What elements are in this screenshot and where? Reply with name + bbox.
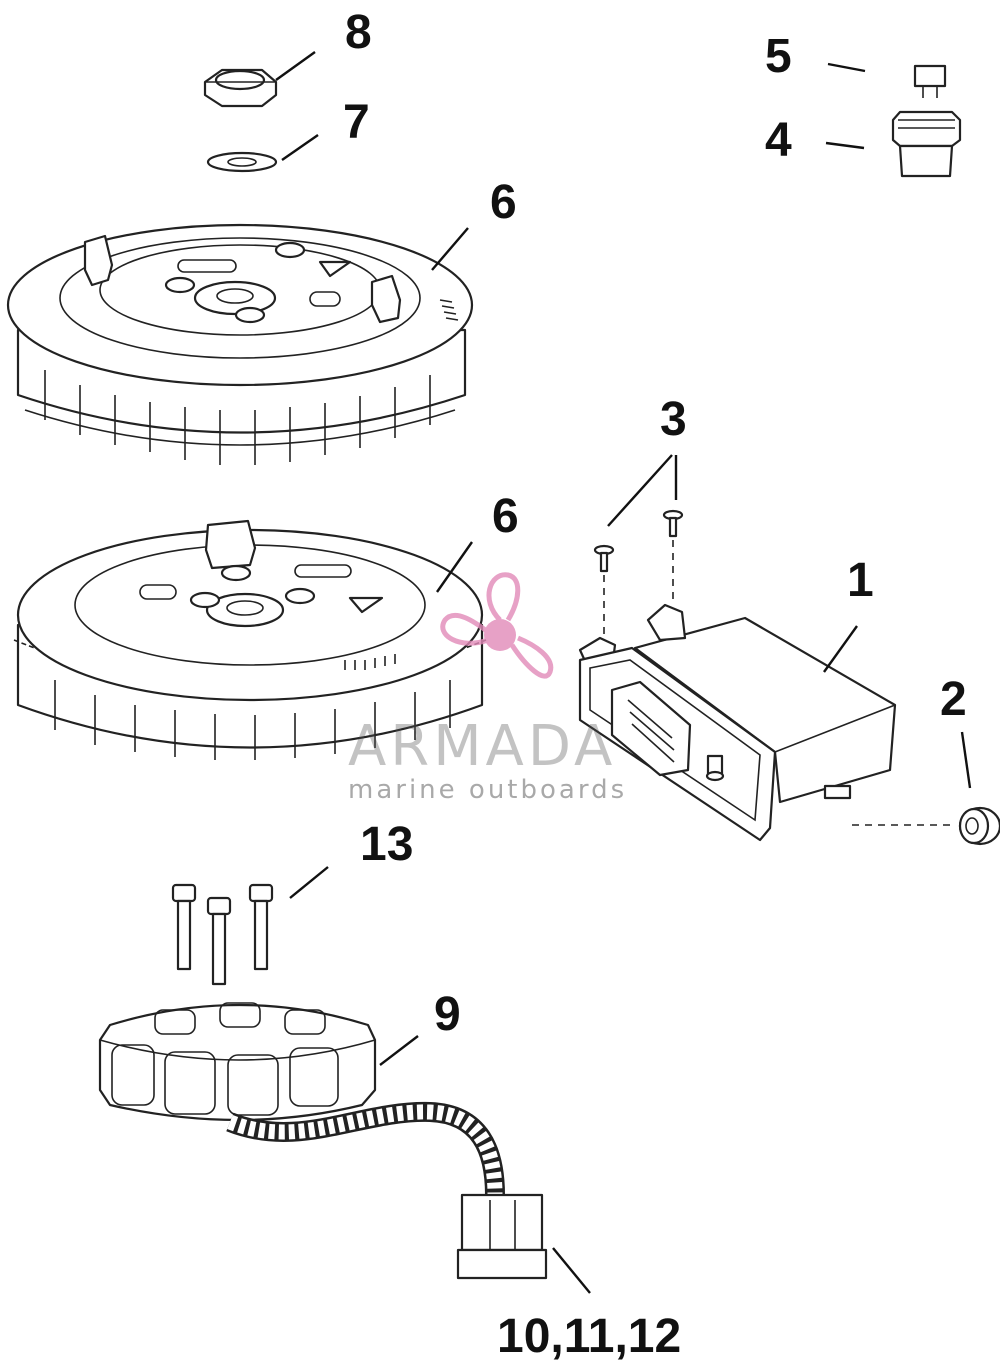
part-2-grommet	[958, 806, 1000, 846]
leader-10-12	[552, 1247, 591, 1294]
part-8-nut	[203, 68, 278, 108]
leader-6b	[436, 541, 473, 593]
leader-6a	[431, 227, 469, 271]
callout-2: 2	[940, 673, 967, 726]
part-6-flywheel-lower	[13, 519, 487, 760]
part-1-module	[578, 603, 897, 842]
callout-3: 3	[660, 393, 687, 446]
callout-6-lower: 6	[492, 490, 519, 543]
leader-8	[275, 51, 316, 81]
watermark-tagline: marine outboards	[348, 775, 627, 805]
callout-4: 4	[765, 114, 792, 167]
callout-13: 13	[360, 818, 413, 871]
part-13-bolts	[171, 883, 274, 986]
leader-5	[827, 62, 866, 73]
callout-8: 8	[345, 6, 372, 59]
part-9-stator	[98, 1002, 548, 1280]
callout-5: 5	[765, 30, 792, 83]
part-5-fuse	[913, 64, 947, 98]
part-3-screws	[593, 509, 684, 573]
leader-4	[825, 141, 865, 150]
callout-6-upper: 6	[490, 176, 517, 229]
callout-9: 9	[434, 988, 461, 1041]
leader-9	[379, 1035, 419, 1066]
leader-2	[960, 731, 972, 789]
callout-10-11-12: 10,11,12	[497, 1310, 681, 1363]
callout-7: 7	[343, 96, 370, 149]
leader-13	[289, 866, 329, 899]
part-7-washer	[206, 151, 278, 173]
part-4-fuse-holder	[891, 110, 962, 178]
callout-1: 1	[847, 554, 874, 607]
leader-7	[281, 134, 319, 161]
leader-3a	[607, 454, 673, 527]
watermark: ARMADA marine outboards	[348, 572, 627, 805]
watermark-brand: ARMADA	[348, 714, 616, 779]
part-6-flywheel-upper	[6, 223, 474, 465]
armada-logo-icon	[440, 572, 554, 679]
leader-1	[823, 625, 858, 673]
